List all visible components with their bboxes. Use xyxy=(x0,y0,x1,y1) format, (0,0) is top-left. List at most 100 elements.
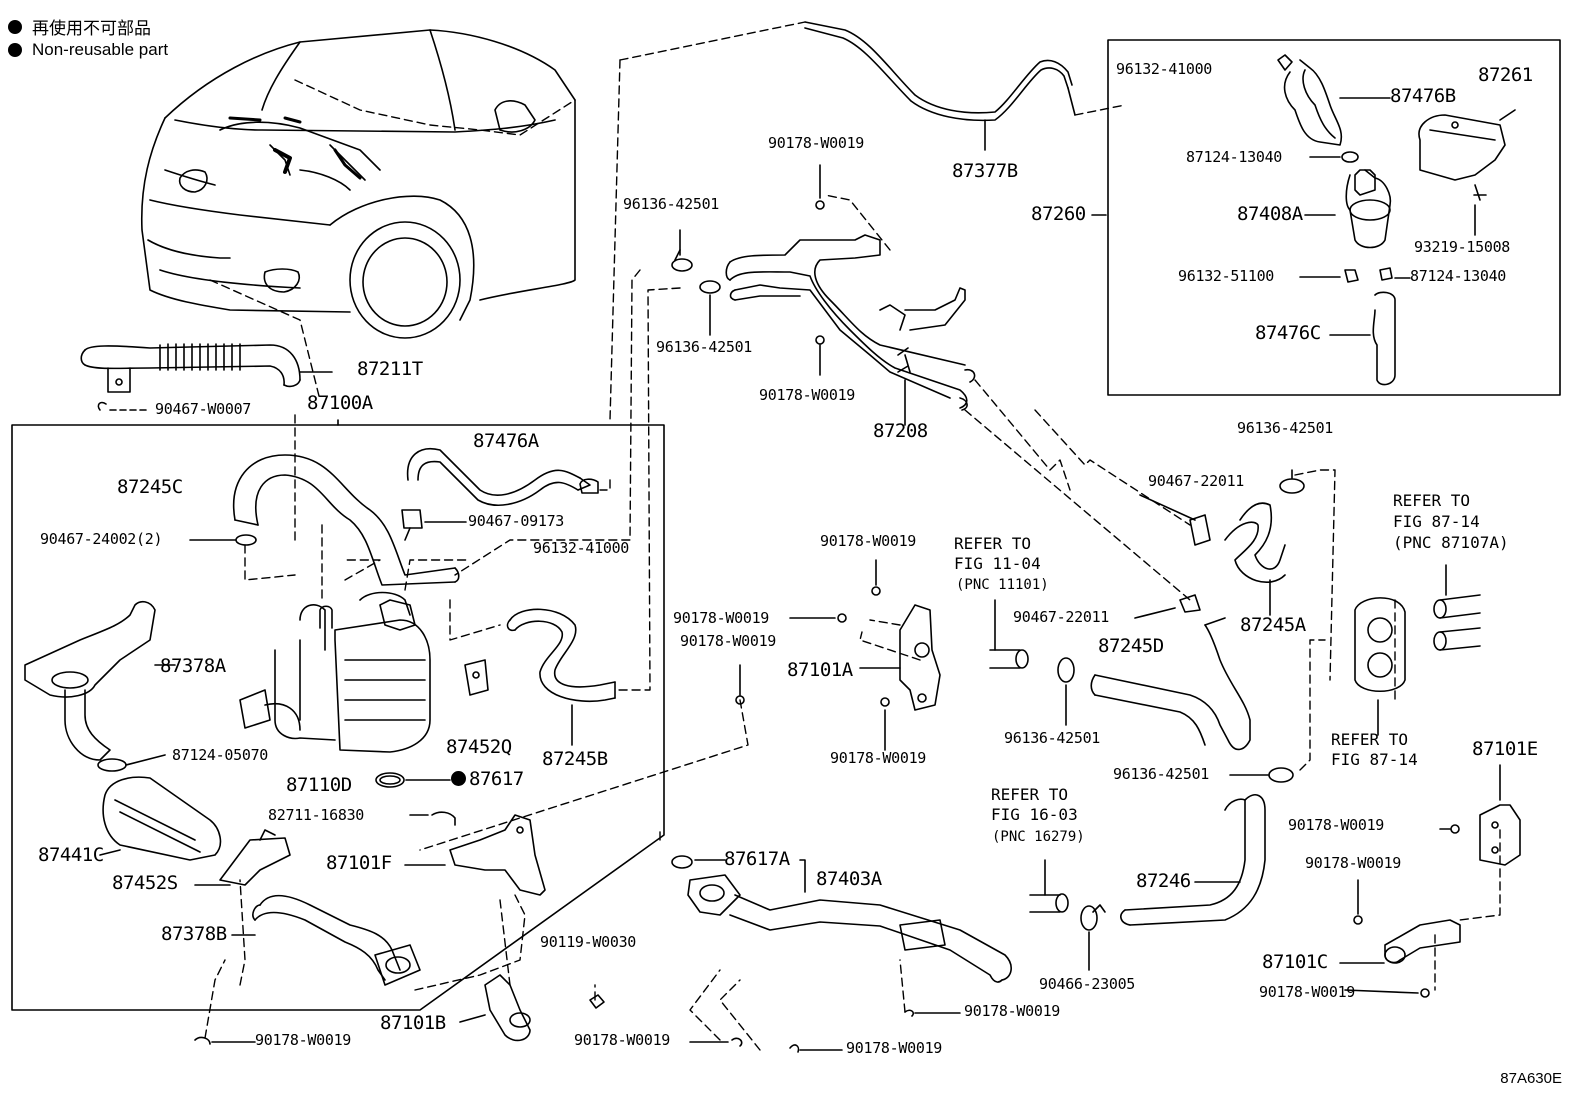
callout-text: 87124-13040 xyxy=(1186,148,1283,166)
bracket-87101A xyxy=(735,559,941,751)
callout-87101a: 87101A xyxy=(787,661,853,680)
callout-96136-42501: 96136-42501 xyxy=(656,340,752,355)
callout-text: 96136-42501 xyxy=(656,338,753,356)
callout-refer-to: REFER TO xyxy=(1331,732,1408,748)
callout-text: 96136-42501 xyxy=(1237,419,1334,437)
callout-text: 87208 xyxy=(873,420,928,442)
non-reusable-bullet-icon xyxy=(451,771,466,786)
callout-87441c: 87441C xyxy=(38,846,104,865)
callout-text: 87124-05070 xyxy=(172,746,269,764)
callout-87124-13040: 87124-13040 xyxy=(1186,150,1282,165)
callout-text: 87101B xyxy=(380,1012,446,1034)
callout-87245c: 87245C xyxy=(117,478,183,497)
callout-90178-w0019: 90178-W0019 xyxy=(1305,856,1401,871)
callout-text: 90178-W0019 xyxy=(1288,816,1385,834)
callout-text: 87377B xyxy=(952,160,1018,182)
callout-96136-42501: 96136-42501 xyxy=(623,197,719,212)
callout-text: 87260 xyxy=(1031,203,1086,225)
callout-text: 87110D xyxy=(286,774,352,796)
callout-87260: 87260 xyxy=(1031,205,1086,224)
callout-87377b: 87377B xyxy=(952,162,1018,181)
callout-90178-w0019: 90178-W0019 xyxy=(846,1041,942,1056)
callout-96132-41000: 96132-41000 xyxy=(533,541,629,556)
callout-text: 90467-22011 xyxy=(1148,472,1245,490)
callout-text: 87245C xyxy=(117,476,183,498)
callout-90467-24002-2: 90467-24002(2) xyxy=(40,532,163,547)
callout-87110d: 87110D xyxy=(286,776,352,795)
callout-text: 87101E xyxy=(1472,738,1538,760)
inset-87260 xyxy=(1091,39,1561,396)
callout-text: 90467-22011 xyxy=(1013,608,1110,626)
callout-text: FIG 87-14 xyxy=(1331,750,1418,769)
callout-text: 90178-W0019 xyxy=(255,1031,352,1049)
callout-text: REFER TO xyxy=(1393,491,1471,510)
callout-text: REFER TO xyxy=(991,785,1069,804)
callout-refer-to: REFER TO xyxy=(954,536,1031,552)
vehicle-illustration xyxy=(140,29,576,339)
callout-text: FIG 87-14 xyxy=(1393,512,1480,531)
callout-text: 96132-41000 xyxy=(1116,60,1213,78)
callout--pnc-87107a: (PNC 87107A) xyxy=(1393,535,1509,551)
callout-90178-w0019: 90178-W0019 xyxy=(830,751,926,766)
callout-text: 90178-W0019 xyxy=(768,134,865,152)
callout-refer-to: REFER TO xyxy=(1393,493,1470,509)
callout-text: 90467-09173 xyxy=(468,512,565,530)
callout-text: 87211T xyxy=(357,358,423,380)
callout-87124-13040: 87124-13040 xyxy=(1410,269,1506,284)
box-parts xyxy=(24,448,961,1053)
callout-96132-51100: 96132-51100 xyxy=(1178,269,1274,284)
callout-87408a: 87408A xyxy=(1237,205,1303,224)
callout-text: FIG 11-04 xyxy=(954,554,1041,573)
callout-text: 96132-41000 xyxy=(533,539,630,557)
assembly-frame xyxy=(11,424,665,1011)
callout-text: (PNC 11101) xyxy=(956,577,1049,593)
callout-90178-w0019: 90178-W0019 xyxy=(820,534,916,549)
callout-fig-11-04: FIG 11-04 xyxy=(954,556,1041,572)
callout-text: 96136-42501 xyxy=(1113,765,1210,783)
callout-text: REFER TO xyxy=(954,534,1032,553)
callout-text: 82711-16830 xyxy=(268,806,365,824)
callout-text: 90178-W0019 xyxy=(820,532,917,550)
callout-text: 87101A xyxy=(787,659,853,681)
callout-text: 90466-23005 xyxy=(1039,975,1136,993)
callout-text: 87378A xyxy=(160,655,226,677)
callout-87476a: 87476A xyxy=(473,432,539,451)
callout-90466-23005: 90466-23005 xyxy=(1039,977,1135,992)
callout-text: 87476A xyxy=(473,430,539,452)
callout-text: 90119-W0030 xyxy=(540,933,637,951)
callout-text: 90178-W0019 xyxy=(846,1039,943,1057)
callout-text: 96136-42501 xyxy=(623,195,720,213)
callout-87617a: 87617A xyxy=(724,850,790,869)
callout-90178-w0019: 90178-W0019 xyxy=(768,136,864,151)
callout-text: 90467-W0007 xyxy=(155,400,252,418)
callout-text: 87261 xyxy=(1478,64,1533,86)
callout--pnc-11101: (PNC 11101) xyxy=(956,578,1049,592)
pipe-87403A xyxy=(671,855,1012,983)
callout-text: 90178-W0019 xyxy=(574,1031,671,1049)
callout-text: 90178-W0019 xyxy=(1305,854,1402,872)
bullet-icon xyxy=(8,43,22,57)
callout-87452q: 87452Q xyxy=(446,738,512,757)
callout-87101c: 87101C xyxy=(1262,953,1328,972)
callout-text: 90178-W0019 xyxy=(759,386,856,404)
callout-87124-05070: 87124-05070 xyxy=(172,748,268,763)
callout-text: 90178-W0019 xyxy=(680,632,777,650)
hose-87245D xyxy=(1090,494,1251,751)
callout-text: 87245A xyxy=(1240,614,1306,636)
callout-90119-w0030: 90119-W0030 xyxy=(540,935,636,950)
legend-text-en: Non-reusable part xyxy=(32,40,169,59)
callout-96136-42501: 96136-42501 xyxy=(1004,731,1100,746)
callout-text: 87617A xyxy=(724,848,790,870)
legend-text-jp: 再使用不可部品 xyxy=(32,19,151,38)
callout-90178-w0019: 90178-W0019 xyxy=(673,611,769,626)
dashed-leaders xyxy=(204,21,1501,1051)
callout-87101e: 87101E xyxy=(1472,740,1538,759)
callout-text: 87408A xyxy=(1237,203,1303,225)
callout-87617: 87617 xyxy=(451,770,524,789)
callout-text: 90178-W0019 xyxy=(964,1002,1061,1020)
callout-87101f: 87101F xyxy=(326,854,392,873)
callout-87208: 87208 xyxy=(873,422,928,441)
callout-text: 90178-W0019 xyxy=(830,749,927,767)
